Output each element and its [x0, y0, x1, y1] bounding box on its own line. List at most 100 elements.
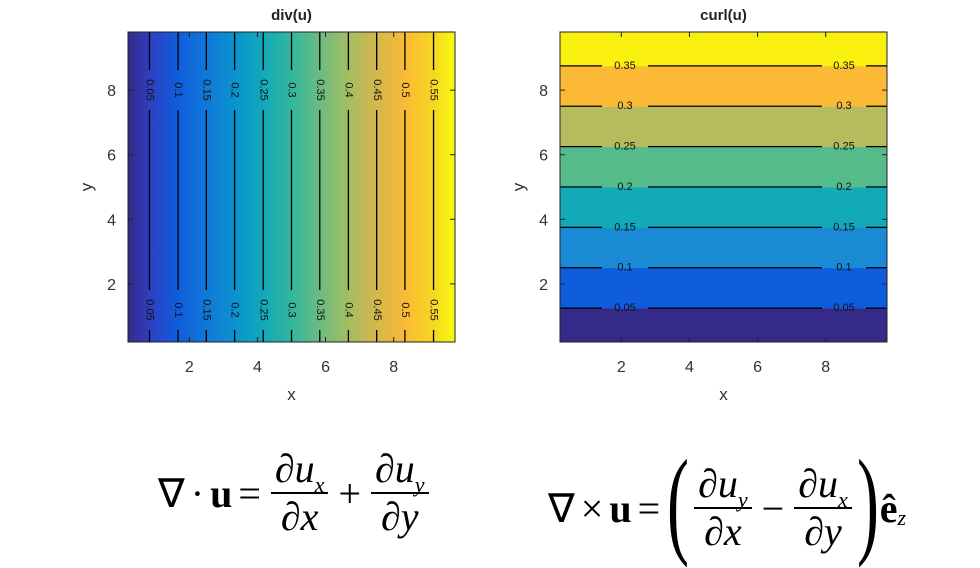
x-tick-label: 6: [753, 359, 762, 376]
y-axis-label: y: [509, 182, 528, 191]
contour-band: [291, 32, 321, 342]
contour-band: [149, 32, 179, 342]
curl-plot: 0.05 0.05 0.1 0.1 0.15 0.15 0.2 0.2 0.25 0.25 0.3 0…: [509, 7, 888, 404]
contour-label: 0.3: [286, 82, 298, 97]
contour-label: 0.15: [200, 299, 212, 320]
contour-label: 0.05: [144, 79, 156, 100]
axes-frame: [559, 31, 888, 343]
unit-vector-ez: ê: [879, 485, 898, 531]
contour-label: 0.2: [836, 181, 851, 193]
fraction-dux-dx: ∂ux ∂x: [270, 448, 329, 538]
contour-band: [560, 227, 887, 269]
axes-frame: [127, 31, 456, 343]
x-tick-label: 4: [685, 359, 694, 376]
x-tick-label: 8: [821, 359, 830, 376]
contour-label: 0.35: [314, 299, 326, 320]
contour-label: 0.45: [371, 79, 383, 100]
contour-label: 0.15: [614, 221, 635, 233]
equals-sign: =: [637, 485, 661, 531]
y-tick-label: 8: [539, 83, 548, 100]
y-tick-label: 4: [107, 212, 116, 229]
chart-title: div(u): [271, 7, 312, 24]
y-tick-label: 6: [539, 148, 548, 165]
contour-label: 0.25: [257, 79, 269, 100]
y-tick-label: 2: [107, 277, 116, 294]
contour-band: [376, 32, 406, 342]
contour-label: 0.2: [229, 302, 241, 317]
nabla-symbol: ∇: [548, 485, 575, 531]
contour-label: 0.2: [617, 181, 632, 193]
x-tick-label: 2: [185, 359, 194, 376]
contour-label: 0.25: [833, 141, 854, 153]
contour-label: 0.15: [200, 79, 212, 100]
contour-label: 0.05: [144, 299, 156, 320]
fraction-dux-dy: ∂ux ∂y: [794, 463, 852, 553]
y-axis-label: y: [77, 182, 96, 191]
cross-operator: ×: [580, 485, 604, 531]
contour-label: 0.1: [836, 262, 851, 274]
contour-label: 0.1: [617, 262, 632, 274]
vector-u: u: [609, 485, 632, 531]
contour-label: 0.1: [172, 302, 184, 317]
minus-sign: −: [761, 485, 785, 531]
x-axis-label: x: [719, 385, 728, 404]
contour-label: 0.25: [257, 299, 269, 320]
contour-label: 0.55: [428, 299, 440, 320]
contour-band: [319, 32, 349, 342]
contour-label: 0.2: [229, 82, 241, 97]
chart-title: curl(u): [700, 7, 747, 24]
fraction-duy-dy: ∂uy ∂y: [371, 448, 429, 538]
contour-band: [560, 187, 887, 228]
y-tick-label: 2: [539, 277, 548, 294]
y-tick-label: 8: [107, 83, 116, 100]
contour-label: 0.5: [399, 302, 411, 317]
x-tick-label: 4: [253, 359, 262, 376]
contour-label: 0.1: [172, 82, 184, 97]
y-tick-label: 6: [107, 148, 116, 165]
left-paren: (: [667, 435, 690, 568]
contour-label: 0.3: [836, 100, 851, 112]
contour-label: 0.15: [833, 221, 854, 233]
contour-label: 0.5: [399, 82, 411, 97]
contour-label: 0.05: [614, 302, 635, 314]
contour-label: 0.3: [286, 302, 298, 317]
contour-band: [560, 32, 887, 67]
contour-band: [404, 32, 435, 342]
contour-band: [263, 32, 292, 342]
right-paren: ): [856, 435, 879, 568]
contour-band: [206, 32, 236, 342]
x-axis-label: x: [287, 385, 296, 404]
figure: 0.05 0.05 0.1 0.1 0.15 0.15 0.2 0.2 0.25 0.25 0.3 0…: [77, 7, 888, 404]
x-tick-label: 2: [617, 359, 626, 376]
contour-label: 0.55: [428, 79, 440, 100]
contour-label: 0.3: [617, 100, 632, 112]
fraction-duy-dx: ∂uy ∂x: [694, 463, 752, 553]
contour-label: 0.45: [371, 299, 383, 320]
contour-band: [560, 106, 887, 148]
contour-label: 0.35: [833, 60, 854, 72]
contour-label: 0.4: [342, 82, 354, 97]
contour-label: 0.35: [614, 60, 635, 72]
plus-sign: +: [338, 470, 361, 516]
y-tick-label: 4: [539, 212, 548, 229]
contour-label: 0.4: [342, 302, 354, 317]
contour-band: [560, 65, 887, 107]
equals-sign: =: [238, 470, 261, 516]
contour-label: 0.05: [833, 302, 854, 314]
dot-operator: ·: [190, 470, 205, 516]
contour-band: [178, 32, 207, 342]
divergence-equation: ∇ · u = ∂ux ∂x + ∂uy ∂y: [158, 448, 433, 538]
contour-band: [560, 308, 887, 343]
div-plot: 0.05 0.05 0.1 0.1 0.15 0.15 0.2 0.2 0.25 0.25 0.3 0…: [77, 7, 456, 404]
nabla-symbol: ∇: [158, 470, 185, 516]
contour-label: 0.25: [614, 141, 635, 153]
unit-vector-subscript: z: [897, 505, 907, 530]
vector-u: u: [210, 470, 233, 516]
contour-label: 0.35: [314, 79, 326, 100]
contour-band: [128, 32, 150, 342]
x-tick-label: 6: [321, 359, 330, 376]
contour-band: [348, 32, 378, 342]
x-tick-label: 8: [389, 359, 398, 376]
contour-band: [560, 146, 887, 188]
